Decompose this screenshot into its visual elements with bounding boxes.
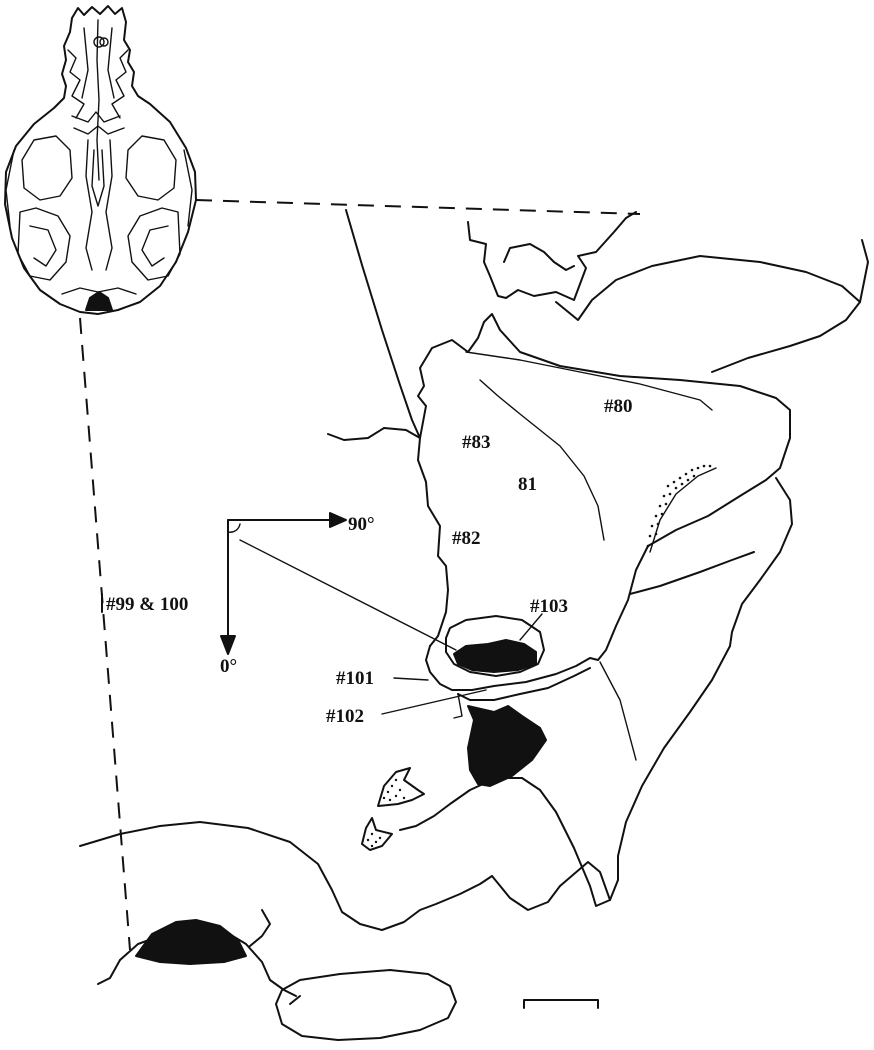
skull-inset [5,6,196,314]
projection-line-horizontal [196,200,640,214]
label-80: #80 [604,396,633,417]
leader-103 [520,614,542,640]
label-angle-0: 0° [220,656,237,677]
orientation-axes [221,513,456,654]
dotted-texture [647,465,712,548]
projection-line-vertical [80,318,130,950]
scale-bar [524,1000,598,1008]
leader-101 [394,678,428,680]
label-101: #101 [336,668,374,689]
stippled-process-upper [378,768,424,806]
enlarged-region [80,210,868,1040]
label-102: #102 [326,706,364,727]
label-83: #83 [462,432,491,453]
label-103: #103 [530,596,568,617]
label-angle-90: 90° [348,514,375,535]
label-81: 81 [518,474,537,495]
stippled-process-lower [362,818,392,850]
label-82: #82 [452,528,481,549]
label-99-100: #99 & 100 [106,594,188,615]
